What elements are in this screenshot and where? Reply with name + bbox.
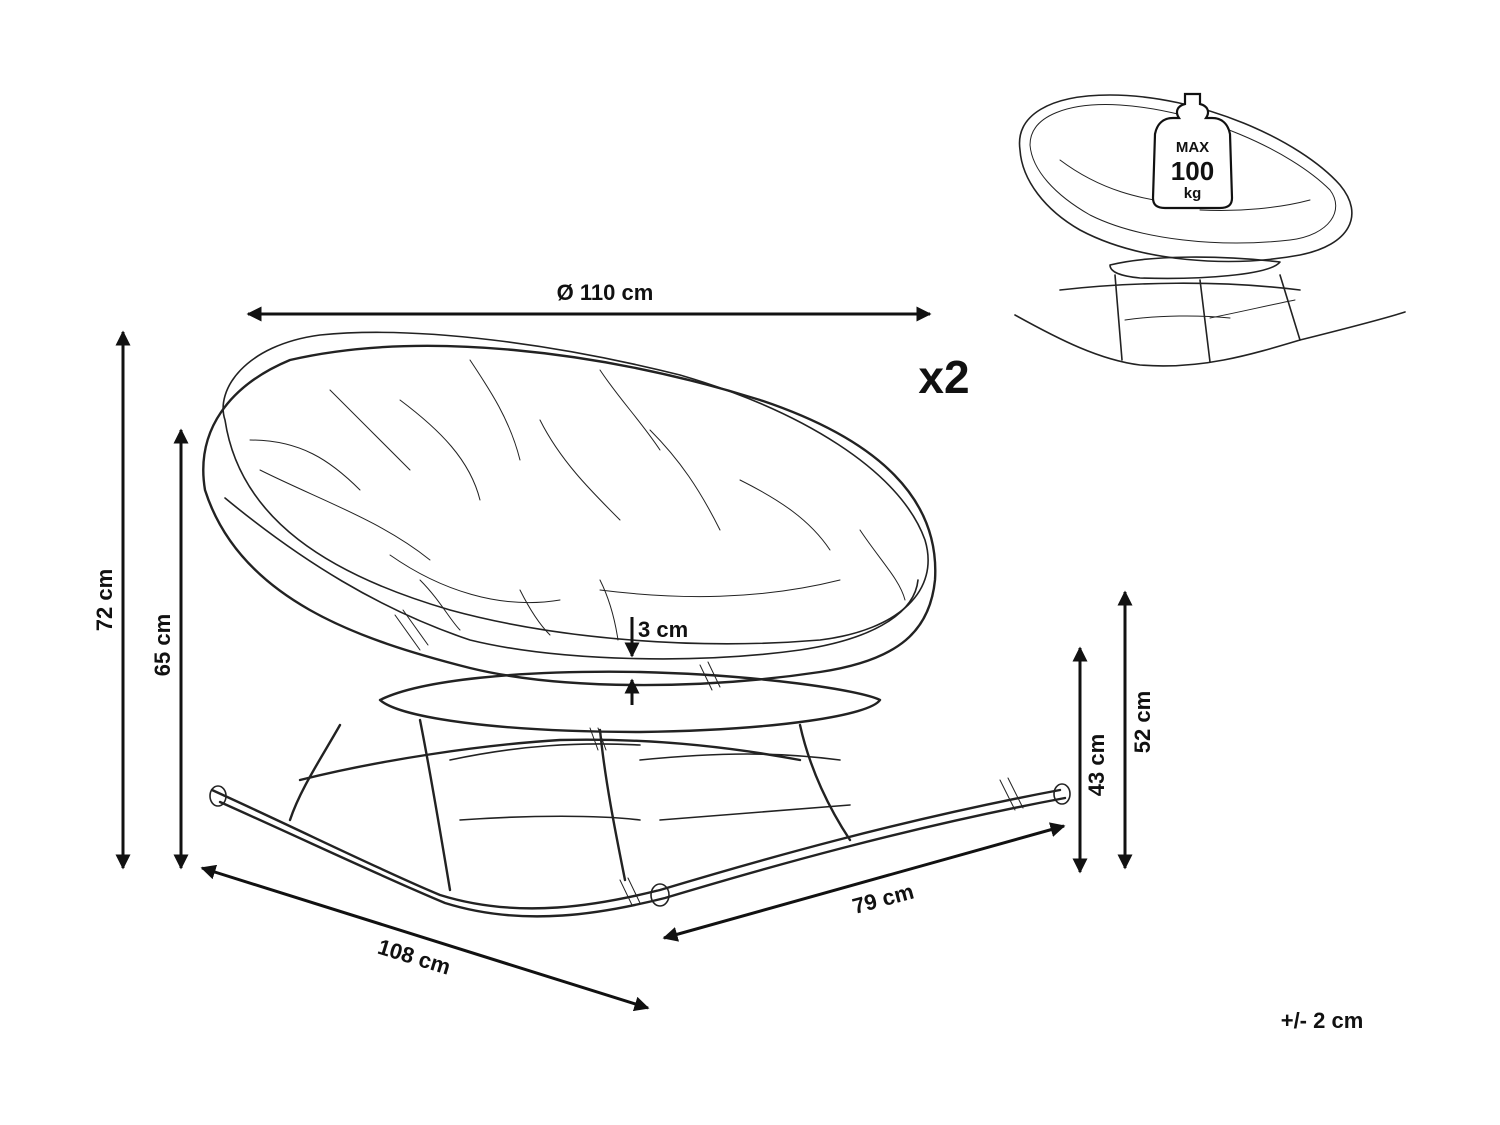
small-cushion-crease: [1199, 199, 1311, 212]
cushion-crease: [859, 529, 906, 601]
small-leg-brace: [1209, 299, 1296, 319]
leg-brace: [459, 815, 641, 821]
small-support-ring: [1109, 256, 1281, 280]
leg-brace: [449, 743, 641, 761]
cushion-thickness-label: 3 cm: [638, 617, 688, 642]
small-leg: [1279, 274, 1301, 341]
total-height-label: 72 cm: [92, 569, 117, 631]
small-rocker-rail: [1014, 311, 1406, 367]
max-load-label: MAX: [1176, 139, 1209, 156]
diameter-label: Ø 110 cm: [557, 280, 654, 305]
cushion-outline: [222, 331, 929, 645]
rail-end-cap: [650, 883, 670, 907]
rail-end-cap: [209, 785, 227, 807]
leg: [288, 723, 342, 822]
leg-brace: [659, 804, 851, 821]
bowl-rim: [202, 344, 937, 687]
rattan-binding: [699, 661, 721, 691]
max-load-value: 100: [1171, 156, 1214, 186]
width-arrow: [662, 822, 1066, 942]
cushion-crease: [259, 469, 431, 561]
cushion-crease: [249, 439, 361, 491]
max-load-weight-icon: MAX 100 kg: [1151, 92, 1234, 210]
quantity-label: x2: [918, 351, 969, 403]
rattan-binding: [999, 777, 1024, 811]
cushion-crease: [599, 579, 619, 641]
cushion-crease: [399, 399, 481, 501]
cushion-crease: [389, 554, 561, 603]
main-chair-illustration: [202, 331, 1071, 918]
depth-arrow: [200, 864, 650, 1012]
small-bowl-rim: [1018, 94, 1353, 263]
cushion-crease: [329, 389, 411, 471]
small-rocker-rail-back: [1059, 282, 1301, 291]
small-leg: [1114, 274, 1123, 361]
leg: [598, 728, 627, 882]
seat-back-height-label: 65 cm: [150, 614, 175, 676]
cushion-crease: [539, 419, 621, 521]
rattan-binding: [589, 727, 607, 751]
rocker-rail-back: [298, 738, 802, 782]
support-ring: [378, 670, 882, 734]
cushion-crease: [469, 359, 521, 461]
small-leg-brace: [1124, 315, 1231, 321]
max-load-unit: kg: [1184, 185, 1202, 202]
cushion-crease: [739, 479, 831, 551]
cushion-crease: [419, 579, 461, 631]
armrest-height-label: 52 cm: [1130, 691, 1155, 753]
rocker-rail-front: [210, 788, 1062, 910]
seat-height-label: 43 cm: [1084, 734, 1109, 796]
depth-label: 108 cm: [375, 934, 454, 980]
leg-brace: [639, 753, 841, 761]
cushion-crease: [519, 589, 551, 636]
small-cushion: [1029, 104, 1337, 244]
cushion-crease: [599, 369, 661, 451]
cushion-crease: [599, 579, 841, 598]
rattan-binding: [619, 877, 641, 906]
small-chair-illustration: MAX 100 kg: [1014, 92, 1406, 367]
tolerance-label: +/- 2 cm: [1281, 1008, 1364, 1033]
leg: [418, 718, 452, 892]
bowl-rim-inner: [224, 497, 919, 660]
leg: [798, 723, 852, 842]
small-leg: [1199, 279, 1211, 363]
rail-end-cap: [1053, 783, 1071, 805]
rattan-binding: [394, 609, 429, 651]
cushion-crease: [649, 429, 721, 531]
